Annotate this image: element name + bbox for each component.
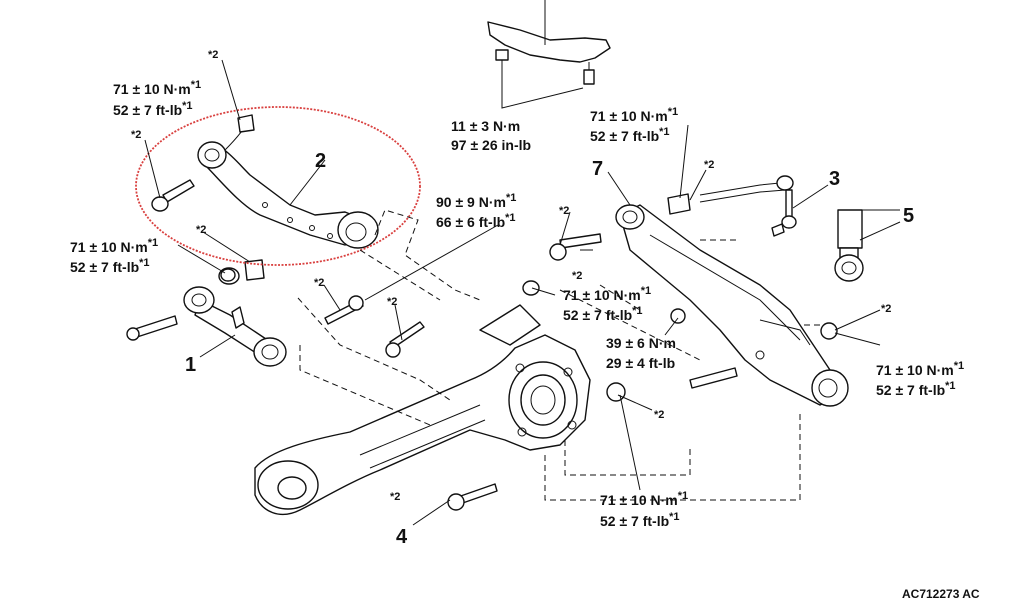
leader-lines — [144, 59, 901, 526]
torque-a-nm: 71 ± 10 N·m — [113, 81, 191, 97]
torque-h-ft: 52 ± 7 ft-lb — [876, 382, 945, 398]
alignment-lines — [297, 209, 820, 501]
lower-arm-7 — [606, 193, 849, 407]
torque-b-nm: 71 ± 10 N·m — [70, 239, 148, 255]
svg-text:71 ± 10 N·m*1: 71 ± 10 N·m*1 — [113, 79, 201, 97]
svg-text:52 ± 7 ft-lb*1: 52 ± 7 ft-lb*1 — [590, 126, 670, 144]
note-mark: *2 — [131, 129, 141, 141]
sup-mark: *1 — [954, 360, 964, 372]
torque-e-nm: 90 ± 9 N·m — [436, 194, 506, 210]
shock-absorber-5 — [834, 209, 900, 282]
highlight-circle — [135, 106, 421, 266]
note-mark: *2 — [208, 49, 218, 61]
torque-d-ft: 52 ± 7 ft-lb — [590, 128, 659, 144]
part-label-5: 5 — [903, 205, 914, 227]
torque-d-nm: 71 ± 10 N·m — [590, 108, 668, 124]
note-mark: *2 — [559, 205, 569, 217]
note-mark: *2 — [387, 296, 397, 308]
svg-text:90 ± 9 N·m*1: 90 ± 9 N·m*1 — [436, 192, 516, 210]
part-label-2: 2 — [315, 150, 326, 172]
torque-c-inlb: 97 ± 26 in-lb — [451, 137, 531, 153]
torque-i-nm: 71 ± 10 N·m — [600, 492, 678, 508]
svg-text:66 ± 6 ft-lb*1: 66 ± 6 ft-lb*1 — [436, 212, 516, 230]
note-mark: *2 — [654, 409, 664, 421]
torque-e-ft: 66 ± 6 ft-lb — [436, 214, 505, 230]
note-mark: *2 — [314, 277, 324, 289]
sup-mark: *1 — [669, 511, 679, 523]
torque-b-ft: 52 ± 7 ft-lb — [70, 259, 139, 275]
sup-mark: *1 — [505, 212, 515, 224]
part-label-3: 3 — [829, 168, 840, 190]
svg-text:71 ± 10 N·m*1: 71 ± 10 N·m*1 — [70, 237, 158, 255]
sup-mark: *1 — [148, 237, 158, 249]
note-mark: *2 — [196, 224, 206, 236]
part-label-4: 4 — [396, 526, 408, 548]
torque-h-nm: 71 ± 10 N·m — [876, 362, 954, 378]
torque-f-nm: 71 ± 10 N·m — [563, 287, 641, 303]
svg-text:52 ± 7 ft-lb*1: 52 ± 7 ft-lb*1 — [563, 305, 643, 323]
torque-i-ft: 52 ± 7 ft-lb — [600, 513, 669, 529]
lateral-link-1 — [126, 267, 287, 367]
note-markers: *2 *2 *2 *2 *2 *2 *2 *2 *2 *2 *2 — [131, 49, 891, 503]
svg-text:71 ± 10 N·m*1: 71 ± 10 N·m*1 — [600, 490, 688, 508]
sup-mark: *1 — [632, 305, 642, 317]
svg-text:52 ± 7 ft-lb*1: 52 ± 7 ft-lb*1 — [600, 511, 680, 529]
part-label-1: 1 — [185, 354, 196, 376]
svg-text:71 ± 10 N·m*1: 71 ± 10 N·m*1 — [563, 285, 651, 303]
sup-mark: *1 — [139, 257, 149, 269]
sup-mark: *1 — [641, 285, 651, 297]
note-mark: *2 — [390, 491, 400, 503]
torque-f-ft: 52 ± 7 ft-lb — [563, 307, 632, 323]
mount-bracket — [487, 0, 611, 109]
torque-g-ft: 29 ± 4 ft-lb — [606, 355, 675, 371]
upper-arm-2 — [151, 114, 379, 282]
part-numbers: 1 2 3 4 5 7 — [185, 150, 914, 548]
torque-labels: 71 ± 10 N·m*1 52 ± 7 ft-lb*1 71 ± 10 N·m… — [70, 79, 964, 529]
svg-text:52 ± 7 ft-lb*1: 52 ± 7 ft-lb*1 — [113, 100, 193, 118]
note-mark: *2 — [572, 270, 582, 282]
torque-g-nm: 39 ± 6 N·m — [606, 335, 676, 351]
sup-mark: *1 — [506, 192, 516, 204]
svg-text:52 ± 7 ft-lb*1: 52 ± 7 ft-lb*1 — [70, 257, 150, 275]
loose-bolts — [324, 233, 602, 511]
sup-mark: *1 — [191, 79, 201, 91]
svg-text:71 ± 10 N·m*1: 71 ± 10 N·m*1 — [590, 106, 678, 124]
svg-text:71 ± 10 N·m*1: 71 ± 10 N·m*1 — [876, 360, 964, 378]
figure-code: AC712273 AC — [902, 587, 980, 601]
trailing-arm — [254, 304, 591, 515]
torque-c-nm: 11 ± 3 N·m — [451, 118, 520, 134]
svg-text:52 ± 7 ft-lb*1: 52 ± 7 ft-lb*1 — [876, 380, 956, 398]
sup-mark: *1 — [945, 380, 955, 392]
torque-a-ft: 52 ± 7 ft-lb — [113, 102, 182, 118]
note-mark: *2 — [704, 159, 714, 171]
sup-mark: *1 — [668, 106, 678, 118]
part-label-7: 7 — [592, 158, 603, 180]
stabilizer-link-3 — [699, 175, 797, 237]
sup-mark: *1 — [678, 490, 688, 502]
sup-mark: *1 — [659, 126, 669, 138]
note-mark: *2 — [881, 303, 891, 315]
sup-mark: *1 — [182, 100, 192, 112]
